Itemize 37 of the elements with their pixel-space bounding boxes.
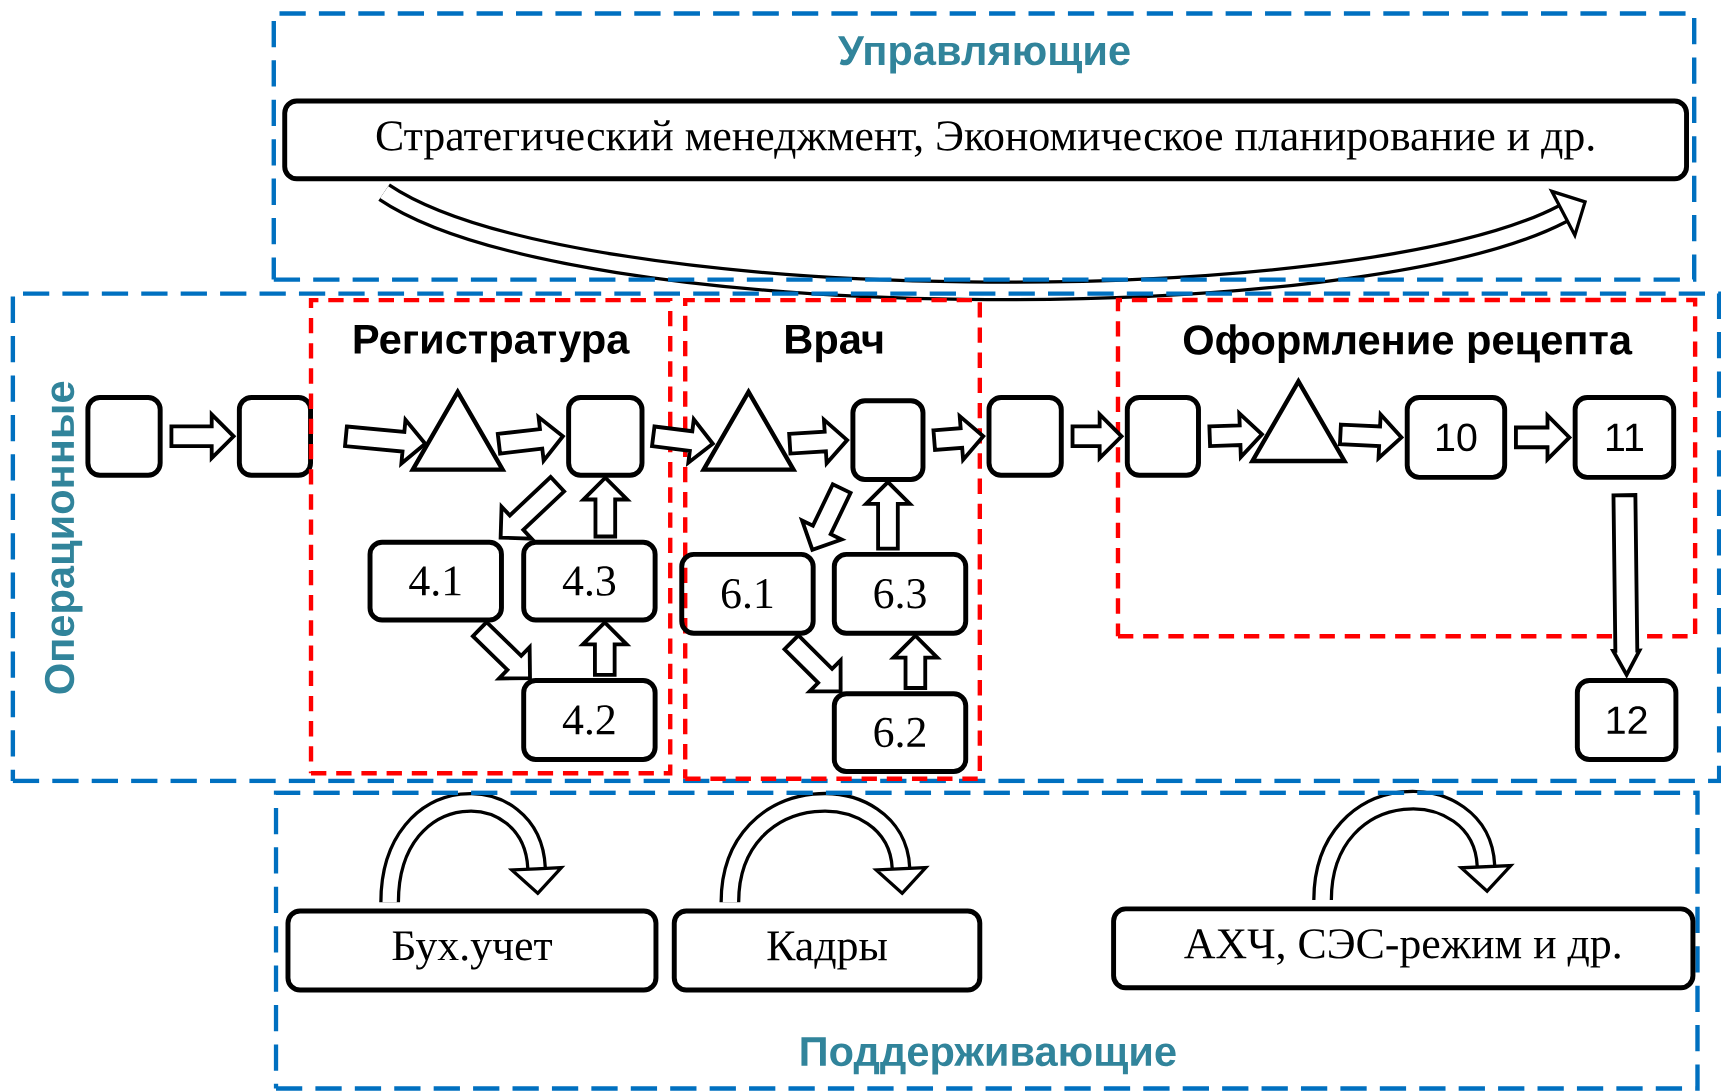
process-box [236, 394, 313, 478]
block-arrow [861, 479, 915, 551]
process-box: 12 [1574, 678, 1679, 762]
block-arrow [1070, 409, 1125, 463]
process-box: Бух.учет [285, 908, 659, 993]
group-heading: Регистратура [354, 324, 630, 363]
block-arrow [1609, 493, 1643, 679]
process-box: 4.1 [367, 539, 504, 623]
process-box [566, 394, 645, 478]
process-box: 11 [1572, 394, 1677, 480]
block-arrow [787, 415, 850, 469]
process-box: 6.3 [831, 551, 969, 636]
process-box: 4.3 [521, 539, 658, 623]
process-box [1124, 394, 1201, 478]
process-box: Кадры [671, 908, 983, 993]
group-heading: Операционные [44, 381, 83, 694]
process-box: 6.1 [679, 551, 816, 636]
block-arrow [169, 409, 237, 463]
process-box: 10 [1404, 394, 1508, 480]
block-arrow [578, 474, 632, 539]
process-box: АХЧ, СЭС-режим и др. [1111, 906, 1696, 991]
process-box [986, 394, 1064, 478]
process-box: 4.2 [521, 678, 658, 762]
group-heading: Оформление рецепта [1183, 324, 1633, 363]
process-box: 6.2 [831, 691, 969, 774]
group-heading: Управляющие [837, 36, 1130, 74]
process-box [85, 394, 163, 478]
block-arrow [1207, 408, 1265, 462]
process-box: Стратегический менеджмент, Экономическое планирование и др. [282, 98, 1689, 182]
block-arrow [888, 632, 942, 690]
process-box [850, 398, 926, 483]
block-arrow [578, 619, 632, 677]
block-arrow [931, 411, 986, 465]
block-arrow [495, 412, 566, 466]
block-arrow [1514, 410, 1573, 464]
group-heading: Врач [786, 324, 883, 363]
group-heading: Поддерживающие [801, 1037, 1176, 1075]
